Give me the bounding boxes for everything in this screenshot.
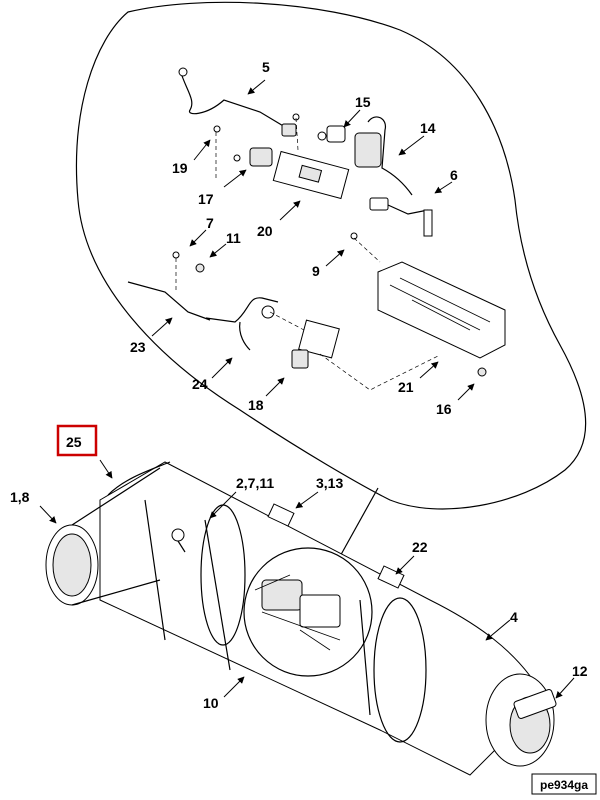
callout-24: 24 xyxy=(192,376,208,392)
callout-6: 6 xyxy=(450,167,458,183)
main-canister xyxy=(45,461,557,776)
highlight-box-25 xyxy=(56,424,98,457)
upper-components xyxy=(127,67,506,391)
callout-15: 15 xyxy=(355,94,371,110)
callout-17: 17 xyxy=(198,191,214,207)
callout-16: 16 xyxy=(436,401,452,417)
detail-connector-line xyxy=(337,487,379,561)
leader-arrows xyxy=(39,79,575,699)
callout-12: 12 xyxy=(572,663,588,679)
callout-19: 19 xyxy=(172,160,188,176)
callout-labels: 5 15 14 19 17 6 20 7 11 9 23 24 18 21 16… xyxy=(10,59,588,711)
callout-1-8: 1,8 xyxy=(10,489,30,505)
callout-10: 10 xyxy=(203,695,219,711)
callout-5: 5 xyxy=(262,59,270,75)
callout-23: 23 xyxy=(130,339,146,355)
callout-25: 25 xyxy=(66,434,82,450)
callout-22: 22 xyxy=(412,539,428,555)
callout-7: 7 xyxy=(206,215,214,231)
callout-4: 4 xyxy=(510,609,518,625)
callout-11: 11 xyxy=(226,230,241,246)
figure-id: pe934ga xyxy=(540,778,588,792)
callout-18: 18 xyxy=(248,397,264,413)
callout-9: 9 xyxy=(312,263,320,279)
callout-14: 14 xyxy=(420,120,436,136)
callout-2-7-11: 2,7,11 xyxy=(236,475,274,491)
callout-20: 20 xyxy=(257,223,273,239)
figure-id-box xyxy=(531,773,597,795)
callout-3-13: 3,13 xyxy=(316,475,343,491)
callout-21: 21 xyxy=(398,379,414,395)
detail-bubble-outline xyxy=(75,1,587,510)
